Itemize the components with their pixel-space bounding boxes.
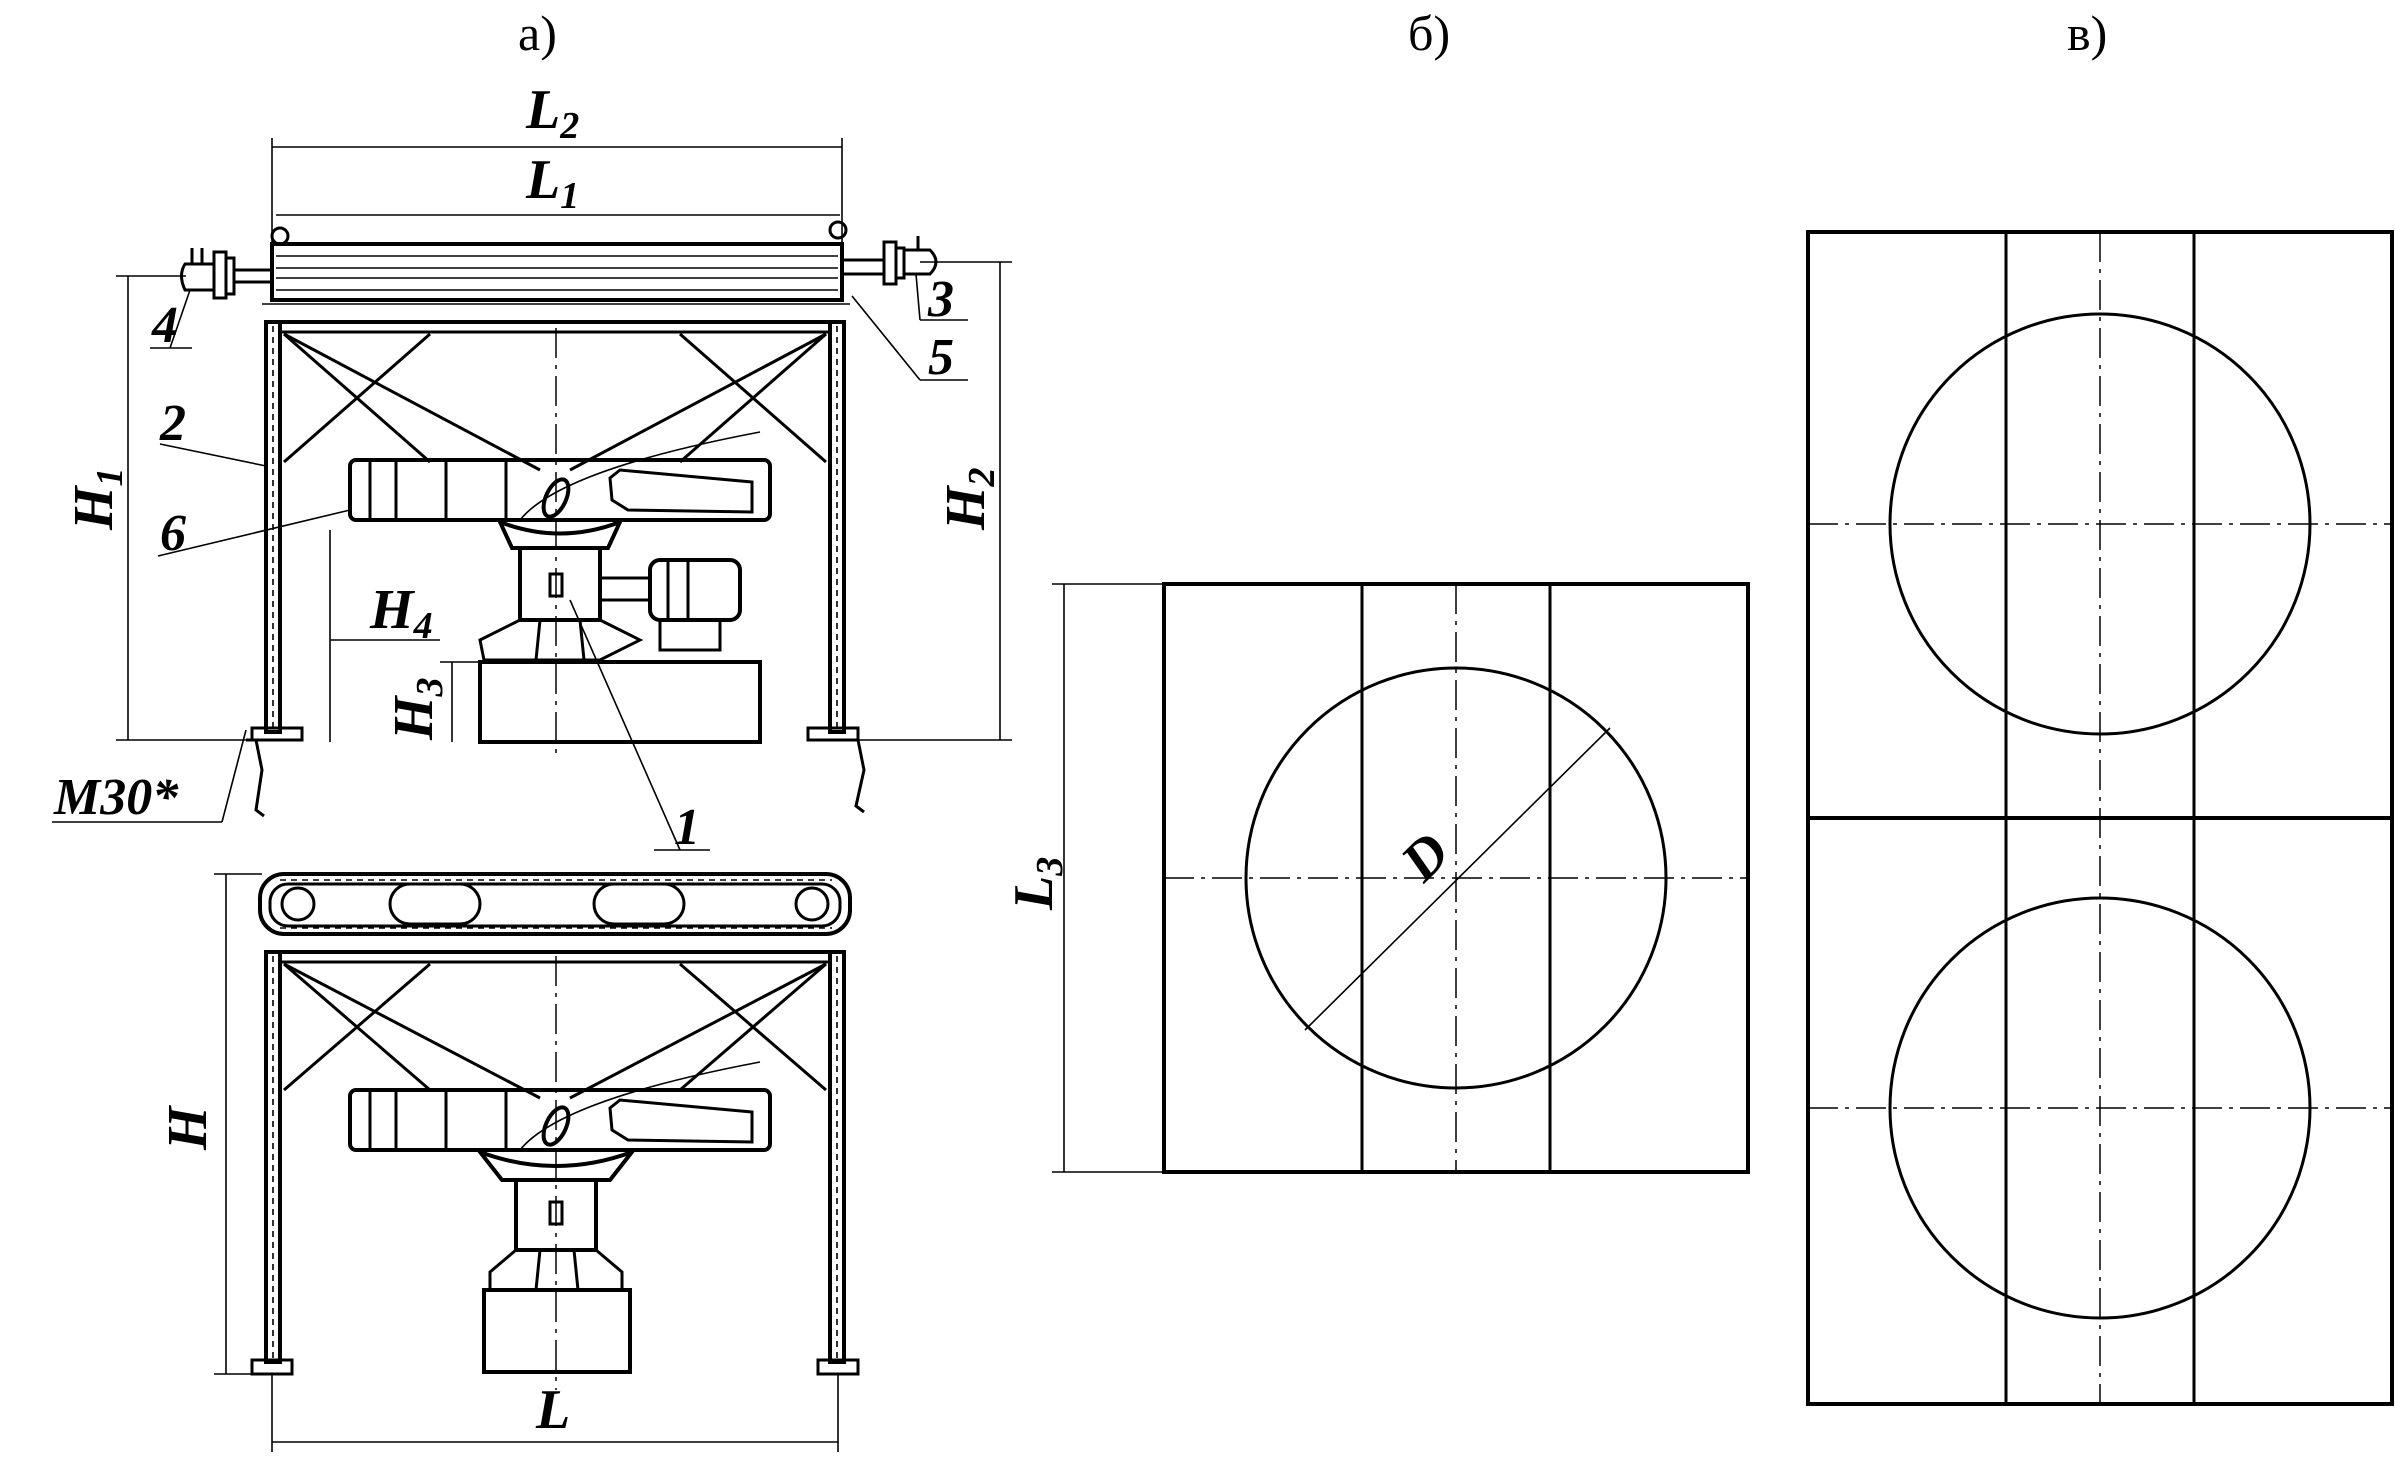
motor-assembly <box>478 518 762 744</box>
plan-view-double <box>1806 230 2394 1406</box>
fan-housing-lower <box>348 1061 772 1152</box>
dim-L3: L3 <box>1003 857 1071 911</box>
panel-label-b: б) <box>1408 5 1450 61</box>
svg-text:5: 5 <box>928 329 954 386</box>
plan-view-single: D L3 <box>1003 582 1750 1174</box>
fan-housing <box>348 431 772 522</box>
callout-5: 5 <box>851 295 968 386</box>
dim-H3: H3 <box>383 677 451 741</box>
right-nozzle <box>842 236 938 286</box>
svg-text:1: 1 <box>674 799 700 856</box>
callout-2: 2 <box>159 395 267 467</box>
dim-L1: L1 <box>525 149 579 217</box>
svg-text:2: 2 <box>159 395 186 452</box>
panel-label-v: в) <box>2067 5 2107 61</box>
dim-H: H <box>157 1105 219 1151</box>
dim-D: D <box>1389 821 1462 894</box>
svg-text:6: 6 <box>160 505 186 562</box>
frame-legs <box>246 320 866 818</box>
callout-1: 1 <box>569 599 710 856</box>
dim-H4: H4 <box>369 579 433 647</box>
callout-4: 4 <box>150 289 192 354</box>
front-view-lower: H L <box>157 872 860 1452</box>
dim-L: L <box>535 1379 570 1441</box>
front-view-upper: L2 L1 <box>52 79 1012 856</box>
callout-6: 6 <box>157 505 351 562</box>
panel-label-a: а) <box>518 5 557 61</box>
frame-legs-lower <box>250 950 860 1376</box>
svg-text:M30*: M30* <box>53 769 179 826</box>
heater-tube <box>262 220 850 305</box>
tube-bundle <box>258 872 852 936</box>
callout-bolt: M30* <box>52 729 247 826</box>
dim-H2: H2 <box>935 467 1003 531</box>
svg-text:4: 4 <box>151 297 178 354</box>
dim-H1: H1 <box>63 467 131 531</box>
dim-L2: L2 <box>525 79 579 147</box>
callout-3: 3 <box>915 271 968 328</box>
svg-text:3: 3 <box>927 271 954 328</box>
left-nozzle <box>180 248 272 300</box>
